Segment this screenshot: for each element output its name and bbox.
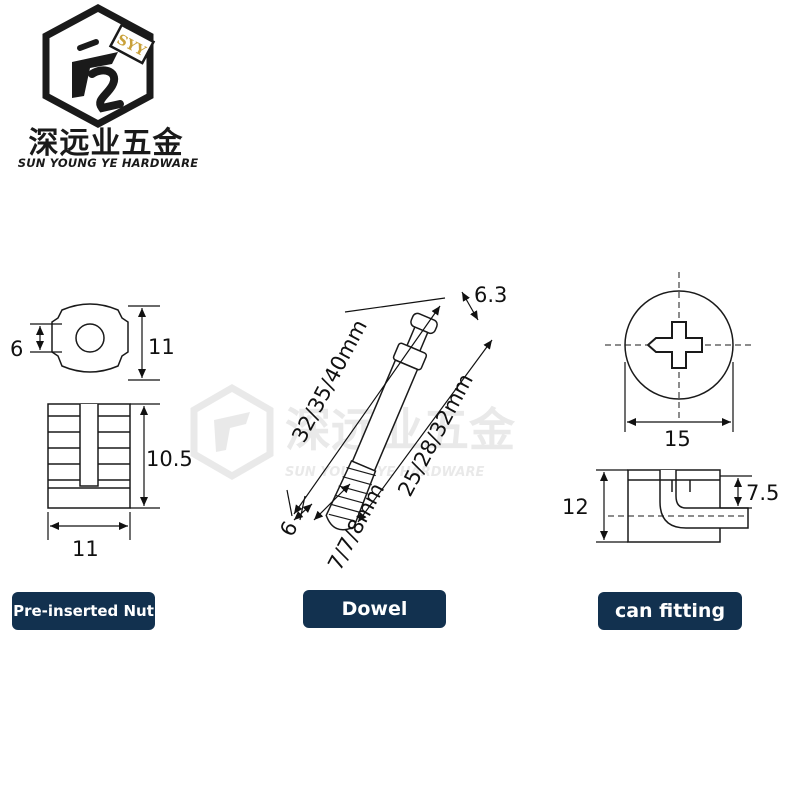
logo-mark-icon bbox=[72, 39, 124, 113]
dowel-dimensions bbox=[286, 291, 493, 523]
label-pre-inserted-nut: Pre-inserted Nut bbox=[12, 592, 155, 630]
phillips-drive-icon bbox=[646, 321, 703, 369]
nut-dimensions bbox=[30, 305, 160, 540]
nut-side-view bbox=[47, 403, 131, 509]
can-height-dim: 12 bbox=[562, 495, 589, 519]
nut-length-dim: 10.5 bbox=[146, 447, 193, 471]
brand-name-en: SUN YOUNG YE HARDWARE bbox=[17, 156, 199, 170]
can-drawing bbox=[605, 272, 752, 543]
can-side-view bbox=[608, 469, 749, 543]
nut-height-dim: 11 bbox=[148, 335, 175, 359]
dowel-head-dim: 6.3 bbox=[474, 283, 507, 307]
watermark-name-en: SUN YOUNG YE HARDWARE bbox=[285, 465, 484, 480]
nut-hole-dim: 6 bbox=[10, 337, 23, 361]
logo-badge: SYY bbox=[108, 23, 156, 65]
dowel-thread-dia-dim: 6 bbox=[275, 517, 302, 540]
label-can-fitting: can fitting bbox=[598, 592, 742, 630]
label-dowel: Dowel bbox=[303, 590, 446, 628]
nut-hole bbox=[75, 323, 105, 353]
brand-name-cn: 深远业五金 bbox=[28, 126, 184, 161]
nut-width-dim: 11 bbox=[72, 537, 99, 561]
logo-hexagon-frame bbox=[42, 4, 154, 128]
can-slot-dim: 7.5 bbox=[746, 481, 779, 505]
nut-drawing bbox=[47, 303, 131, 509]
can-diameter-dim: 15 bbox=[664, 427, 691, 451]
can-dimensions bbox=[596, 362, 752, 543]
watermark-mark-icon bbox=[214, 412, 250, 452]
watermark-hexagon-icon bbox=[190, 383, 274, 481]
brand-logo: SYY bbox=[42, 4, 156, 128]
